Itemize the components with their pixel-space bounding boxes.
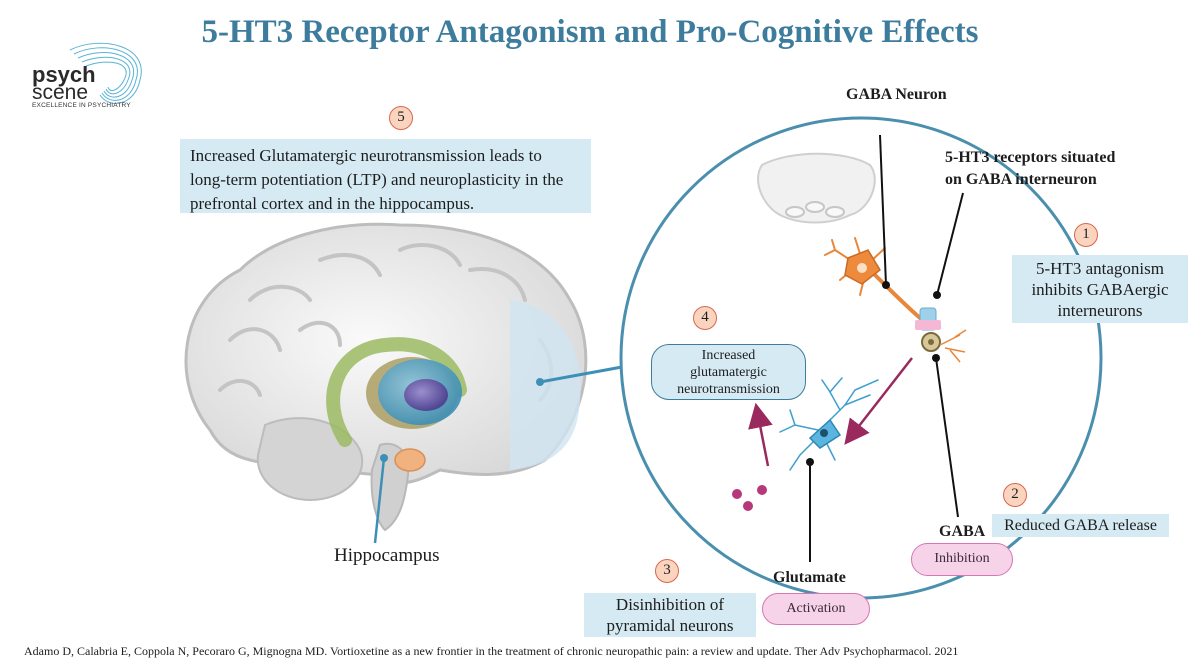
citation: Adamo D, Calabria E, Coppola N, Pecoraro… — [24, 644, 959, 658]
gaba-pointer — [935, 357, 959, 518]
step-3-line: pyramidal neurons — [606, 616, 734, 635]
glutamate-label: Glutamate — [773, 569, 846, 586]
page-title: 5-HT3 Receptor Antagonism and Pro-Cognit… — [201, 14, 979, 50]
receptors-line: on GABA interneuron — [945, 171, 1097, 188]
step-5-number: 5 — [389, 106, 413, 130]
logo-line2: scene — [32, 81, 89, 104]
step-5-line: Increased Glutamatergic neurotransmissio… — [190, 146, 542, 165]
hippocampus-pointer — [373, 457, 386, 544]
hippocampus-label: Hippocampus — [334, 545, 440, 566]
step-2-box: Reduced GABA release — [992, 514, 1169, 537]
logo-tagline: EXCELLENCE IN PSYCHIATRY — [32, 102, 131, 109]
pyramidal-neuron-icon — [779, 377, 879, 471]
step-3-line: Disinhibition of — [615, 595, 725, 614]
logo-line1: psych — [32, 62, 96, 87]
glutamate-release-arrow — [748, 402, 773, 467]
logo-wordmark: psych scene EXCELLENCE IN PSYCHIATRY — [32, 62, 131, 110]
brain-illustration — [184, 222, 588, 532]
gaba-label: GABA — [939, 523, 986, 540]
receptors-label: 5-HT3 receptors situated on GABA interne… — [945, 147, 1115, 191]
connector-line — [539, 365, 623, 384]
step-4-line: Increased — [701, 348, 756, 363]
activation-pill: Activation — [762, 593, 870, 625]
step-1-line: inhibits GABAergic — [1031, 280, 1169, 299]
psych-scene-logo-icon — [69, 42, 142, 104]
step-5-line: long-term potentiation (LTP) and neuropl… — [190, 170, 564, 189]
step-1-line: interneurons — [1057, 301, 1143, 320]
step-1-box: 5-HT3 antagonism inhibits GABAergic inte… — [1012, 255, 1188, 323]
gaba-neuron-icon — [824, 237, 967, 363]
step-5-line: prefrontal cortex and in the hippocampus… — [190, 194, 475, 213]
glutamate-dots — [732, 485, 767, 511]
step-4-pill: Increased glutamatergic neurotransmissio… — [651, 344, 806, 400]
step-4-number: 4 — [693, 306, 717, 330]
step-2-number: 2 — [1003, 483, 1027, 507]
step-3-box: Disinhibition of pyramidal neurons — [584, 593, 756, 637]
step-3-number: 3 — [655, 559, 679, 583]
step-1-number: 1 — [1074, 223, 1098, 247]
step-4-line: glutamatergic — [690, 365, 767, 380]
step-4-line: neurotransmission — [677, 382, 780, 397]
gaba-neuron-label: GABA Neuron — [846, 86, 947, 103]
gaba-neuron-pointer — [879, 134, 887, 286]
receptors-line: 5-HT3 receptors situated — [945, 149, 1116, 166]
inhibition-pill: Inhibition — [911, 543, 1013, 576]
step-5-box: Increased Glutamatergic neurotransmissio… — [180, 139, 591, 213]
gaba-inhibition-arrow — [844, 357, 913, 445]
brain-section-icon — [757, 152, 876, 224]
step-1-line: 5-HT3 antagonism — [1036, 259, 1164, 278]
receptor-pointer — [936, 192, 964, 296]
